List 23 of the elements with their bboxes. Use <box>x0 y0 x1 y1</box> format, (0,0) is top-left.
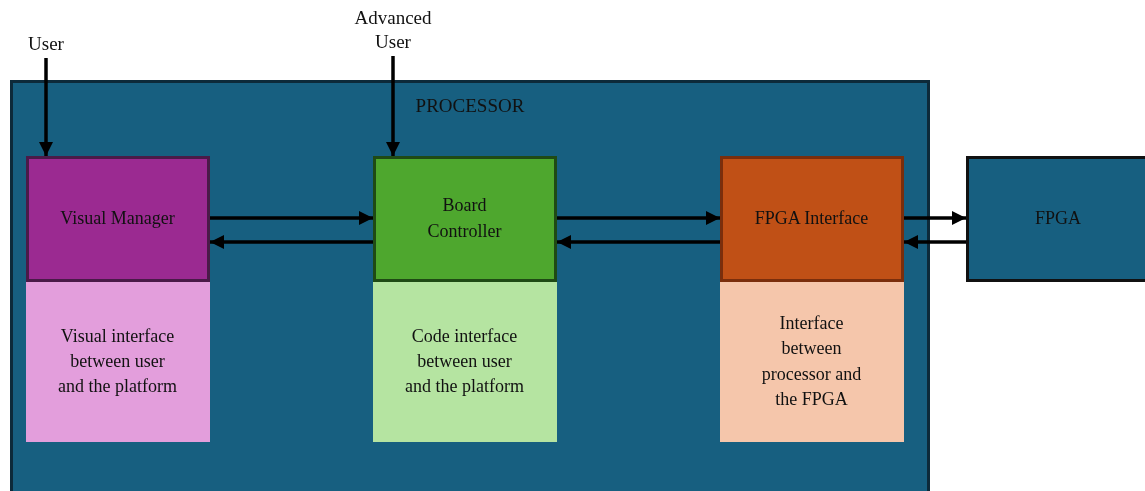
module-box <box>372 155 557 282</box>
arrow <box>210 211 373 225</box>
arrow <box>386 56 400 156</box>
module-box <box>966 156 1145 282</box>
module-box <box>719 155 904 282</box>
arrow <box>904 211 966 225</box>
processor-container <box>10 80 930 491</box>
arrow <box>557 235 720 249</box>
arrow <box>904 235 966 249</box>
module-title: Visual Manager <box>59 206 176 230</box>
module-title: Board Controller <box>426 194 503 243</box>
description-box: Interface between processor and the FPGA <box>719 281 904 442</box>
arrow <box>39 58 53 156</box>
arrow <box>210 235 373 249</box>
module-title: FPGA <box>1034 207 1082 231</box>
container-title: PROCESSOR <box>415 95 525 117</box>
arrow <box>557 211 720 225</box>
module-title: FPGA Interface <box>753 206 870 230</box>
description-box: Code interface between user and the platform <box>372 281 557 442</box>
actor-label: Advanced User <box>340 6 446 56</box>
actor-label: User <box>16 32 76 58</box>
module-box <box>25 155 210 282</box>
description-box: Visual interface between user and the platform <box>25 281 210 442</box>
